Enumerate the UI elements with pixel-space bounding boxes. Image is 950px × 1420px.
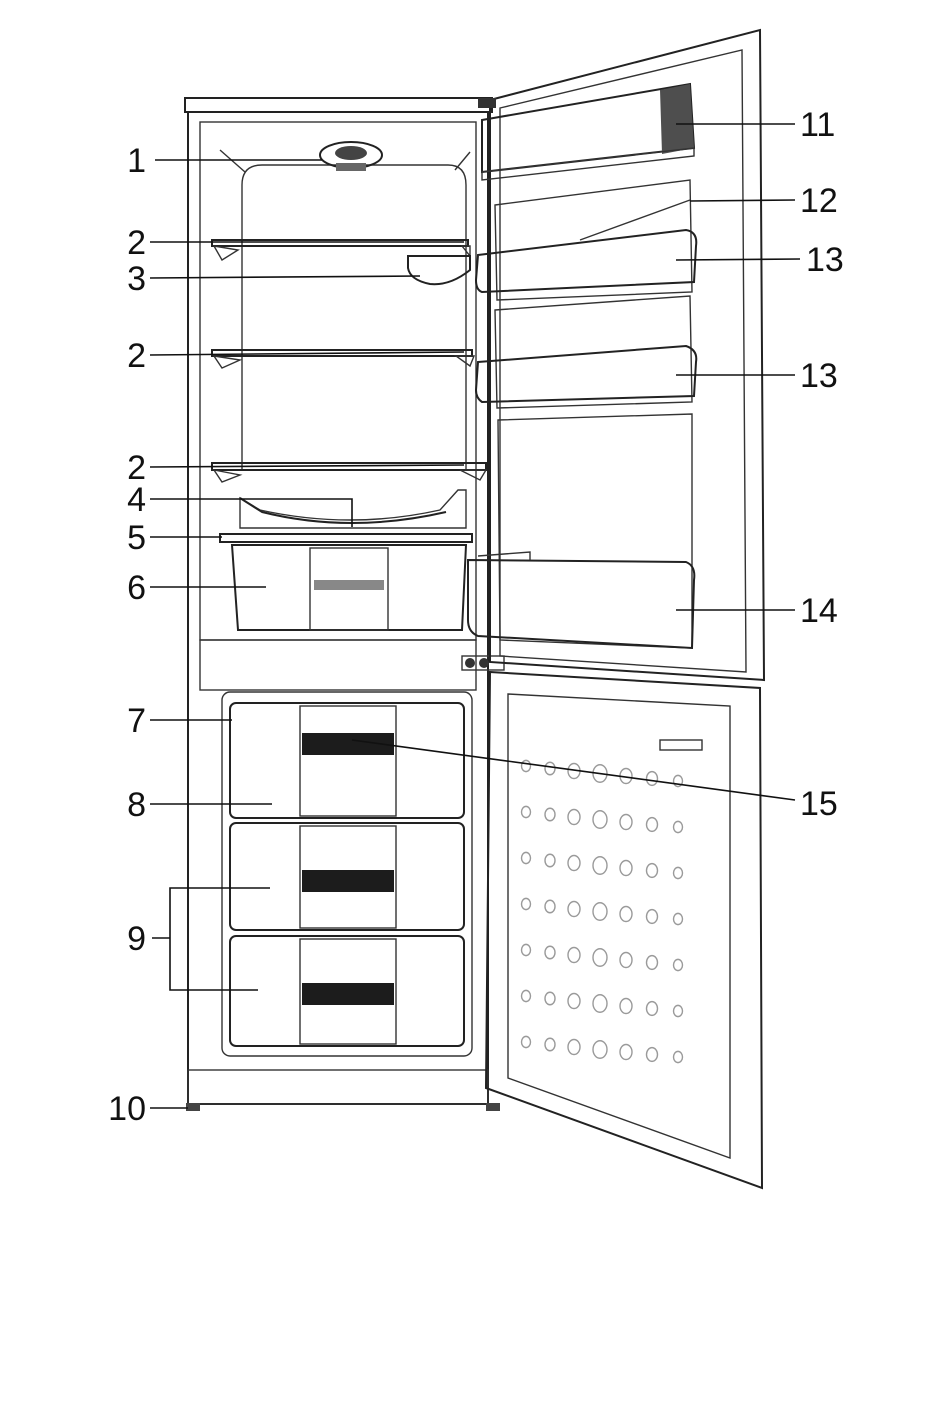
dimple bbox=[568, 810, 580, 825]
dimple bbox=[647, 956, 658, 970]
dimple bbox=[647, 1002, 658, 1016]
dimple bbox=[568, 856, 580, 871]
fridge-door bbox=[478, 30, 764, 680]
callout-5: 5 bbox=[127, 519, 146, 557]
dimple bbox=[647, 772, 658, 786]
dimple bbox=[674, 867, 683, 878]
egg-holder bbox=[408, 256, 470, 284]
freezer-door-dimples bbox=[522, 760, 683, 1062]
callout-6: 6 bbox=[127, 569, 146, 607]
dimple bbox=[674, 821, 683, 832]
dimple bbox=[620, 861, 632, 876]
dimple bbox=[568, 1040, 580, 1055]
dimple bbox=[568, 994, 580, 1009]
callout-10: 10 bbox=[108, 1090, 146, 1128]
callout-12: 12 bbox=[800, 182, 838, 220]
dimple bbox=[674, 959, 683, 970]
dimple bbox=[522, 852, 531, 863]
leader-lines bbox=[150, 124, 800, 1108]
dimple bbox=[545, 762, 555, 775]
dairy-compartment bbox=[482, 84, 694, 180]
crisper-cover bbox=[240, 490, 466, 528]
dimple bbox=[522, 944, 531, 955]
callout-13-upper: 13 bbox=[806, 241, 844, 279]
dimple bbox=[545, 900, 555, 913]
dimple bbox=[674, 1051, 683, 1062]
dimple bbox=[522, 990, 531, 1001]
door-guide bbox=[580, 200, 690, 240]
callout-4: 4 bbox=[127, 481, 146, 519]
crisper-drawer bbox=[232, 545, 466, 630]
dimple bbox=[593, 995, 607, 1013]
door-shelf-middle bbox=[476, 346, 696, 402]
callout-13-middle: 13 bbox=[800, 357, 838, 395]
dimple bbox=[522, 1036, 531, 1047]
bottle-shelf bbox=[468, 552, 694, 648]
callout-11: 11 bbox=[800, 106, 835, 144]
callout-1: 1 bbox=[127, 142, 146, 180]
callout-9: 9 bbox=[127, 920, 146, 958]
freezer-drawer-middle bbox=[230, 823, 464, 930]
freezer-drawer-top bbox=[230, 703, 464, 818]
dimple bbox=[593, 857, 607, 875]
callout-3: 3 bbox=[127, 260, 146, 298]
callout-14: 14 bbox=[800, 592, 838, 630]
dimple bbox=[620, 953, 632, 968]
dimple bbox=[674, 913, 683, 924]
dimple bbox=[522, 806, 531, 817]
freezer-drawer-bottom bbox=[230, 936, 464, 1046]
dimple bbox=[545, 992, 555, 1005]
dimple bbox=[593, 949, 607, 967]
crisper-shelf bbox=[220, 534, 472, 542]
door-shelf-upper bbox=[476, 230, 696, 292]
dimple bbox=[545, 854, 555, 867]
dimple bbox=[522, 760, 531, 771]
freezer-door bbox=[486, 672, 762, 1188]
dimple bbox=[545, 1038, 555, 1051]
dimple bbox=[522, 898, 531, 909]
dimple bbox=[568, 902, 580, 917]
dimple bbox=[568, 948, 580, 963]
callout-7: 7 bbox=[127, 702, 146, 740]
interior-lamp bbox=[320, 142, 382, 171]
dimple bbox=[593, 903, 607, 921]
callout-8: 8 bbox=[127, 786, 146, 824]
dimple bbox=[545, 946, 555, 959]
dimple bbox=[647, 818, 658, 832]
dimple bbox=[647, 864, 658, 878]
dimple bbox=[620, 999, 632, 1014]
dimple bbox=[545, 808, 555, 821]
dimple bbox=[620, 1045, 632, 1060]
dimple bbox=[674, 1005, 683, 1016]
callout-2-middle: 2 bbox=[127, 337, 146, 375]
dimple bbox=[647, 1048, 658, 1062]
cabinet bbox=[185, 98, 500, 1111]
dimple bbox=[620, 815, 632, 830]
callout-2-top: 2 bbox=[127, 224, 146, 262]
dimple bbox=[593, 811, 607, 829]
callout-15: 15 bbox=[800, 785, 838, 823]
dimple bbox=[620, 907, 632, 922]
dimple bbox=[593, 1041, 607, 1059]
dimple bbox=[647, 910, 658, 924]
